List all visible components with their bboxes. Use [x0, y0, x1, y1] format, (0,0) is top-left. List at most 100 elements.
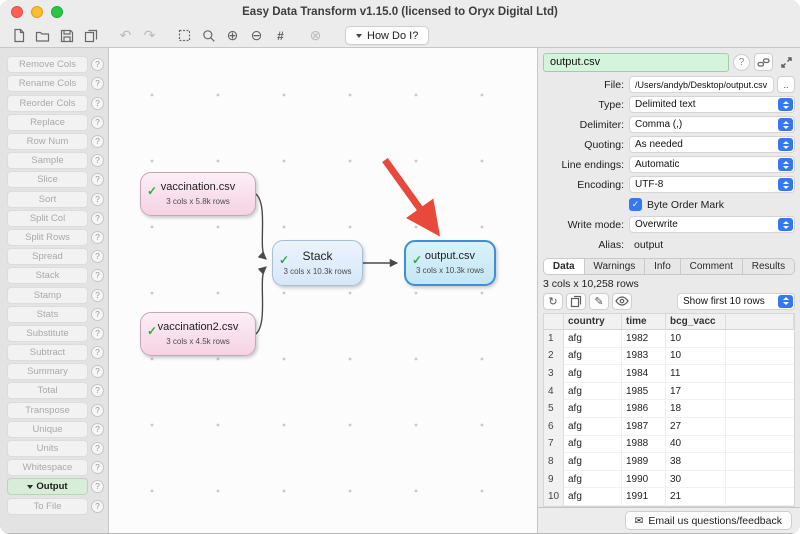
sidebar-item-pill[interactable]: Subtract [7, 344, 88, 362]
sidebar-item-pill[interactable]: Unique [7, 420, 88, 438]
table-row[interactable]: 3 afg 1984 11 [544, 365, 794, 383]
sidebar-item[interactable]: Slice ? [7, 171, 104, 189]
copy-icon[interactable] [566, 292, 586, 310]
tab-comment[interactable]: Comment [681, 259, 743, 274]
new-file-icon[interactable] [8, 26, 29, 46]
help-icon[interactable]: ? [91, 135, 104, 148]
tab-data[interactable]: Data [544, 259, 585, 274]
tab-results[interactable]: Results [751, 261, 786, 272]
table-row[interactable]: 4 afg 1985 17 [544, 382, 794, 401]
save-icon[interactable] [56, 26, 77, 46]
sidebar-item-pill[interactable]: Substitute [7, 324, 88, 342]
cell-country[interactable]: afg [564, 382, 622, 401]
cell-time[interactable]: 1984 [622, 365, 666, 383]
sidebar-item[interactable]: To File ? [7, 497, 104, 515]
sidebar-item[interactable]: Units ? [7, 440, 104, 458]
cell-time[interactable]: 1987 [622, 417, 666, 436]
cancel-icon[interactable]: ⊗ [309, 27, 322, 43]
cell-bcg-vacc[interactable]: 10 [666, 330, 726, 348]
cell-country[interactable]: afg [564, 417, 622, 436]
help-icon[interactable]: ? [91, 307, 104, 321]
expand-panel-icon[interactable] [777, 53, 795, 71]
sidebar-item[interactable]: Output ? [7, 478, 104, 496]
sidebar-item-pill[interactable]: Whitespace [7, 459, 88, 477]
flow-canvas[interactable]: ✓ vaccination.csv 3 cols x 5.8k rows ✓ v… [109, 48, 538, 533]
sidebar-item[interactable]: Reorder Cols ? [7, 94, 104, 112]
help-icon[interactable]: ? [91, 326, 104, 340]
cell-country[interactable]: afg [564, 470, 622, 489]
redo-icon[interactable]: ↷ [143, 27, 156, 43]
sidebar-item-pill[interactable]: Total [7, 382, 88, 400]
line-endings-select[interactable]: Automatic [629, 156, 795, 173]
table-row[interactable]: 1 afg 1982 10 [544, 330, 794, 348]
sidebar-item[interactable]: Replace ? [7, 113, 104, 132]
sidebar-item[interactable]: Whitespace ? [7, 459, 104, 477]
sidebar-item[interactable]: Sort ? [7, 190, 104, 208]
cell-time[interactable]: 1983 [622, 347, 666, 366]
cell-time[interactable]: 1988 [622, 435, 666, 454]
cell-time[interactable]: 1991 [622, 488, 666, 506]
sidebar-item[interactable]: Remove Cols ? [7, 56, 104, 74]
grid-icon[interactable]: # [277, 28, 284, 43]
cell-country[interactable]: afg [564, 400, 622, 418]
sidebar-item-pill[interactable]: Stats [7, 305, 88, 323]
cell-country[interactable]: afg [564, 347, 622, 366]
sidebar-item-pill[interactable]: Replace [7, 113, 88, 131]
encoding-select[interactable]: UTF-8 [629, 176, 795, 193]
zoom-in-icon[interactable]: ⊕ [226, 27, 239, 43]
sidebar-item[interactable]: Stats ? [7, 305, 104, 323]
column-header-country[interactable]: country [564, 314, 622, 329]
zoom-out-icon[interactable]: ⊖ [250, 27, 263, 43]
table-row[interactable]: 8 afg 1989 38 [544, 453, 794, 471]
cell-bcg-vacc[interactable]: 17 [666, 382, 726, 401]
minimize-window-button[interactable] [31, 6, 43, 18]
node-stack[interactable]: ✓ Stack 3 cols x 10.3k rows [272, 240, 363, 286]
node-output-csv[interactable]: ✓ output.csv 3 cols x 10.3k rows [404, 240, 496, 286]
cell-time[interactable]: 1986 [622, 400, 666, 418]
help-icon[interactable]: ? [91, 288, 104, 302]
table-row[interactable]: 2 afg 1983 10 [544, 347, 794, 366]
tab-info[interactable]: Info [645, 259, 681, 274]
sidebar-item[interactable]: Total ? [7, 382, 104, 400]
help-icon[interactable]: ? [91, 461, 104, 475]
write-mode-select[interactable]: Overwrite [629, 216, 795, 233]
cell-bcg-vacc[interactable]: 30 [666, 470, 726, 489]
cell-bcg-vacc[interactable]: 10 [666, 347, 726, 366]
cell-time[interactable]: 1982 [622, 330, 666, 348]
sidebar-item[interactable]: Subtract ? [7, 344, 104, 362]
help-icon[interactable]: ? [91, 58, 104, 72]
undo-icon[interactable]: ↶ [119, 27, 132, 43]
cell-country[interactable]: afg [564, 453, 622, 471]
node-name-input[interactable]: output.csv [543, 52, 729, 72]
sidebar-item-pill[interactable]: Units [7, 440, 88, 457]
cell-country[interactable]: afg [564, 435, 622, 454]
help-icon[interactable]: ? [91, 230, 104, 244]
table-row[interactable]: 9 afg 1990 30 [544, 470, 794, 489]
quoting-select[interactable]: As needed [629, 136, 795, 153]
table-row[interactable]: 7 afg 1988 40 [544, 435, 794, 454]
tab-warnings[interactable]: Warnings [585, 259, 646, 274]
rows-filter-select[interactable]: Show first 10 rows [677, 292, 795, 310]
file-path-input[interactable]: /Users/andyb/Desktop/output.csv [629, 76, 774, 93]
node-vaccination-csv[interactable]: ✓ vaccination.csv 3 cols x 5.8k rows [140, 172, 256, 216]
sidebar-item-pill[interactable]: Sort [7, 190, 88, 208]
cell-bcg-vacc[interactable]: 38 [666, 453, 726, 471]
help-icon[interactable]: ? [733, 53, 750, 71]
sidebar-item-pill[interactable]: Split Col [7, 209, 88, 227]
cell-bcg-vacc[interactable]: 11 [666, 365, 726, 383]
select-icon[interactable] [174, 26, 195, 46]
sidebar-item-pill[interactable]: Slice [7, 171, 88, 189]
open-file-icon[interactable] [32, 26, 53, 46]
sidebar-item-pill[interactable]: Stack [7, 267, 88, 285]
help-icon[interactable]: ? [91, 442, 104, 455]
help-icon[interactable]: ? [91, 422, 104, 436]
sidebar-item-pill[interactable]: Sample [7, 152, 88, 170]
sidebar-item-pill[interactable]: Split Rows [7, 228, 88, 246]
help-icon[interactable]: ? [91, 250, 104, 264]
cell-country[interactable]: afg [564, 330, 622, 348]
help-icon[interactable]: ? [91, 384, 104, 398]
help-icon[interactable]: ? [91, 499, 104, 513]
sidebar-item[interactable]: Summary ? [7, 363, 104, 381]
type-select[interactable]: Delimited text [629, 96, 795, 113]
help-icon[interactable]: ? [91, 365, 104, 379]
